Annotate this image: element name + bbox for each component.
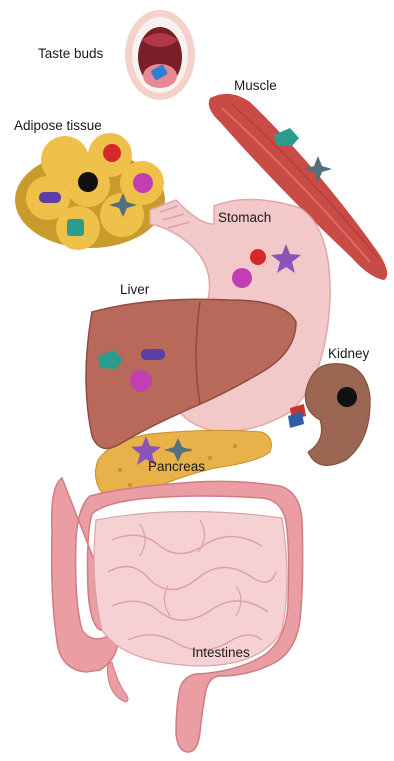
mouth-illustration <box>125 10 195 100</box>
label-kidney: Kidney <box>328 346 370 361</box>
black-marker <box>78 172 98 192</box>
label-adipose-tissue: Adipose tissue <box>14 118 102 133</box>
magenta-marker <box>133 173 153 193</box>
intestines-illustration <box>52 478 303 752</box>
label-pancreas: Pancreas <box>148 459 205 474</box>
label-muscle: Muscle <box>234 78 277 93</box>
indigo-marker <box>39 192 61 203</box>
label-stomach: Stomach <box>218 210 271 225</box>
black-marker <box>337 387 357 407</box>
magenta-marker <box>130 370 152 392</box>
red-marker <box>250 249 266 265</box>
indigo-marker <box>141 349 165 360</box>
label-intestines: Intestines <box>192 645 250 660</box>
magenta-marker <box>232 268 252 288</box>
label-taste-buds: Taste buds <box>38 46 104 61</box>
teal-marker <box>67 219 84 236</box>
adipose-illustration <box>15 133 165 250</box>
label-liver: Liver <box>120 282 150 297</box>
red-marker <box>103 144 121 162</box>
